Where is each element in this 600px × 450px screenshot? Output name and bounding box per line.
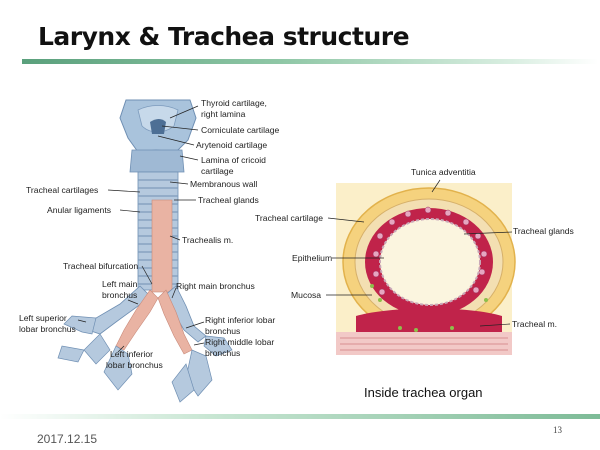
label-right-inferior-lobar: Right inferior lobar	[205, 315, 275, 325]
label-left-superior-lobar-2: lobar bronchus	[19, 324, 76, 334]
label-right-middle-lobar: Right middle lobar	[205, 337, 274, 347]
label-tracheal-cartilage: Tracheal cartilage	[255, 213, 323, 223]
label-right-middle-lobar-2: bronchus	[205, 348, 240, 358]
label-cricoid-lamina-2: cartilage	[201, 166, 234, 176]
label-left-main-bronchus: Left main	[102, 279, 138, 289]
label-left-superior-lobar: Left superior	[19, 313, 67, 323]
footer-bar	[0, 414, 600, 419]
label-thyroid-cartilage-2: right lamina	[201, 109, 246, 119]
label-membranous-wall: Membranous wall	[190, 179, 257, 189]
figure-caption: Inside trachea organ	[364, 385, 483, 400]
label-tracheal-bifurcation: Tracheal bifurcation	[63, 261, 138, 271]
label-corniculate-cartilage: Corniculate cartilage	[201, 125, 280, 135]
left-leader-lines	[77, 105, 205, 353]
label-right-main-bronchus: Right main bronchus	[176, 281, 255, 291]
slide-date: 2017.12.15	[37, 432, 98, 446]
slide-title: Larynx & Trachea structure	[38, 22, 410, 51]
label-tunica-adventitia: Tunica adventitia	[411, 167, 476, 177]
label-mucosa: Mucosa	[291, 290, 321, 300]
label-tracheal-glands-left: Tracheal glands	[198, 195, 259, 205]
label-epithelium: Epithelium	[292, 253, 332, 263]
page-number: 13	[553, 425, 562, 435]
label-thyroid-cartilage: Thyroid cartilage,	[201, 98, 267, 108]
label-trachealis: Trachealis m.	[182, 235, 233, 245]
label-arytenoid-cartilage: Arytenoid cartilage	[196, 140, 267, 150]
right-leader-lines	[326, 179, 513, 327]
label-tracheal-muscle: Tracheal m.	[512, 319, 557, 329]
right-labels: Tunica adventitia Tracheal cartilage Tra…	[255, 167, 574, 329]
label-cricoid-lamina: Lamina of cricoid	[201, 155, 266, 165]
trachea-cross-section	[336, 183, 516, 355]
label-left-main-bronchus-2: bronchus	[102, 290, 137, 300]
label-tracheal-cartilages: Tracheal cartilages	[26, 185, 98, 195]
label-right-inferior-lobar-2: bronchus	[205, 326, 240, 336]
label-left-inferior-lobar: Left inferior	[110, 349, 153, 359]
label-tracheal-glands-right: Tracheal glands	[513, 226, 574, 236]
title-underline	[22, 59, 598, 64]
label-left-inferior-lobar-2: lobar bronchus	[106, 360, 163, 370]
left-labels: Thyroid cartilage, right lamina Cornicul…	[19, 98, 280, 370]
label-anular-ligaments: Anular ligaments	[47, 205, 111, 215]
